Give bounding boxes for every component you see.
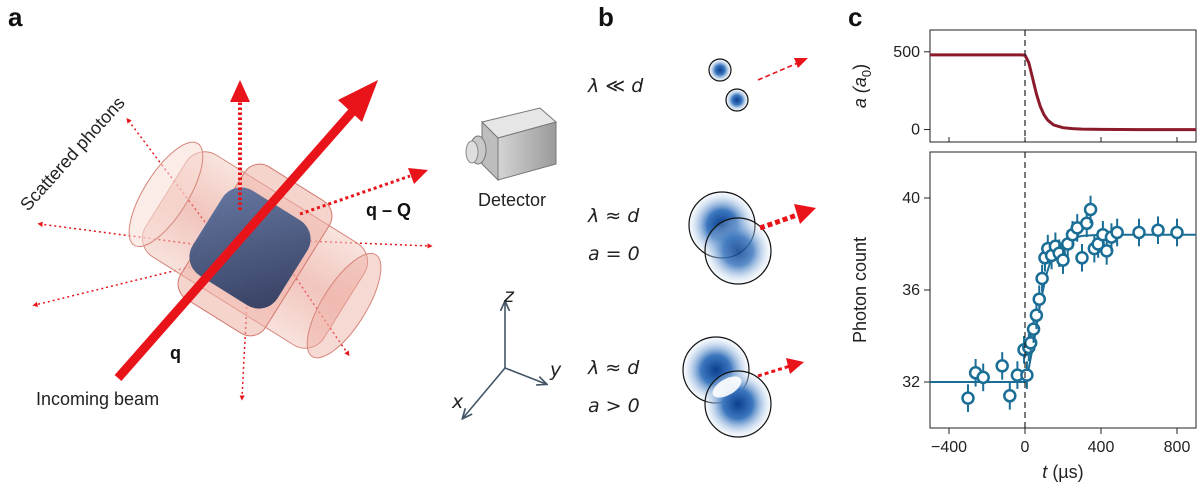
incoming-beam-arrowhead — [338, 80, 378, 122]
plot-bottom-frame — [929, 151, 1197, 429]
scattered-ray — [239, 281, 249, 401]
cavity-end-right — [306, 252, 382, 359]
atom-cloud — [189, 187, 311, 309]
scatter-arrow-3 — [757, 364, 791, 378]
data-point — [1020, 368, 1034, 382]
plot-bottom-ticks: 32 36 40 −400 0 400 800 — [902, 190, 1190, 456]
data-point — [961, 391, 975, 405]
y-tick-label: 36 — [902, 282, 920, 299]
atom-pair-repulsive — [682, 336, 772, 438]
data-point — [1151, 223, 1165, 237]
axis-x-arrow — [463, 367, 506, 418]
panel-b: λ ≪ d λ ≈ d a = 0 λ ≈ d a > 0 — [587, 58, 816, 438]
plot-bottom-ylabel: Photon count — [850, 237, 870, 343]
scattered-ray-qQ — [299, 174, 411, 216]
plot-top-frame — [929, 29, 1197, 143]
plot-top-ylabel: a (a0) — [850, 64, 874, 108]
q-label: q — [170, 343, 181, 363]
scattering-length-curve — [930, 53, 1196, 132]
condition-label-3: a > 0 — [588, 395, 640, 417]
panel-a: Scattered photons q – Q q Incoming beam … — [16, 80, 562, 418]
data-point — [1080, 216, 1094, 231]
qQ-label: q – Q — [366, 200, 411, 220]
x-tick-label: 800 — [1164, 439, 1191, 456]
detector-lens-ring — [465, 140, 479, 164]
atom-wavepacket — [708, 58, 732, 82]
atom-pair-small — [708, 58, 749, 112]
atom-pair-overlap — [688, 191, 772, 285]
panel-c: 0 500 a (a0) 32 36 40 −400 0 400 800 Photon cou… — [850, 29, 1197, 482]
detector-label: Detector — [478, 190, 546, 210]
scatter-arrow-3-head — [786, 358, 804, 374]
scattered-photons-label: Scattered photons — [16, 93, 129, 215]
regime-label-1: λ ≪ d — [587, 75, 644, 97]
y-tick-label: 500 — [893, 44, 920, 61]
data-point — [1056, 253, 1070, 267]
data-point — [1035, 271, 1049, 286]
plot-bottom-xlabel: t (µs) — [1042, 462, 1083, 482]
data-point — [976, 370, 990, 385]
regime-label-3: λ ≈ d — [587, 357, 640, 379]
regime-label-2: λ ≈ d — [587, 205, 640, 227]
x-tick-label: 0 — [1021, 439, 1030, 456]
panel-label-a: a — [8, 2, 23, 32]
x-tick-label: 400 — [1088, 439, 1115, 456]
data-point — [1083, 202, 1098, 217]
y-tick-label: 32 — [902, 374, 920, 391]
data-point — [1003, 389, 1017, 403]
axis-z-label: z — [503, 285, 515, 307]
overlap-region — [712, 376, 742, 398]
panel-label-c: c — [848, 2, 862, 32]
data-point — [1132, 225, 1146, 240]
axis-y-label: y — [549, 359, 562, 381]
cavity-end-left — [128, 141, 204, 248]
data-point — [1032, 292, 1046, 306]
atom-cloud-body — [189, 187, 311, 309]
panel-label-b: b — [598, 2, 614, 32]
y-tick-label: 40 — [902, 190, 920, 207]
scattered-ray-up-head — [230, 80, 250, 102]
data-point — [995, 359, 1009, 373]
data-point — [1110, 225, 1124, 240]
detector-icon — [465, 107, 558, 182]
photon-count-points — [961, 195, 1184, 412]
y-tick-label: 0 — [911, 122, 920, 139]
condition-label-2: a = 0 — [588, 243, 640, 265]
atom-wavepacket — [704, 217, 772, 285]
data-point — [1170, 225, 1184, 240]
scattered-ray-qQ-head — [408, 168, 428, 184]
axis-x-label: x — [451, 391, 464, 413]
incoming-beam-arrow — [114, 109, 356, 381]
coordinate-axes — [463, 302, 546, 418]
incoming-beam-label: Incoming beam — [36, 389, 159, 409]
data-point — [1075, 251, 1089, 265]
axis-y-arrow — [504, 367, 546, 384]
scatter-arrow-1-head — [794, 58, 808, 68]
atom-wavepacket — [725, 88, 749, 112]
scatter-arrow-1 — [757, 61, 801, 81]
scatter-arrow-2-head — [794, 204, 816, 224]
x-tick-label: −400 — [931, 439, 967, 456]
scatter-arrow-2 — [759, 211, 801, 231]
